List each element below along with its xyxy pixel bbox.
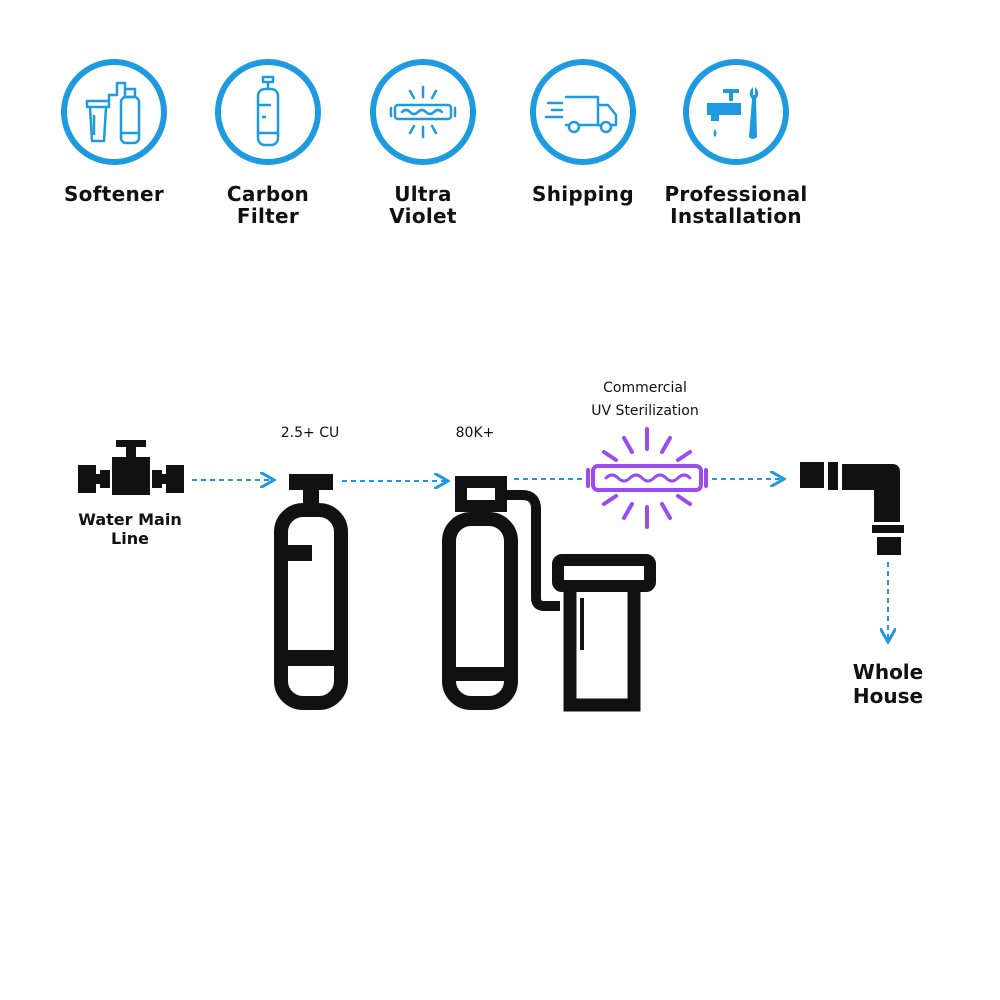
outlet-elbow-pipe-icon: [800, 462, 904, 555]
flow-arrows: [192, 479, 888, 640]
feature-label: Shipping: [532, 182, 634, 206]
uv-label-line1: Commercial: [603, 380, 687, 396]
water-main-valve-icon: [78, 440, 184, 495]
faucet-wrench-icon: [683, 59, 789, 165]
softener-tank-icon: [442, 476, 656, 712]
water-main-label-line2: Line: [111, 529, 149, 548]
whole-house-label-line1: Whole: [852, 660, 924, 684]
uv-label-line2: UV Sterilization: [591, 403, 699, 419]
feature-label: Carbon: [226, 182, 310, 206]
carbon-tank-icon: [274, 474, 348, 710]
feature-label: Softener: [63, 182, 165, 206]
feature-shipping: Shipping: [503, 57, 663, 205]
delivery-truck-icon: [530, 59, 636, 165]
feature-label-line2: Filter: [236, 204, 300, 228]
water-main-label-line1: Water Main: [78, 510, 182, 529]
uv-lamp-icon: [370, 59, 476, 165]
feature-label: Ultra: [394, 182, 452, 206]
carbon-spec-label: 2.5+ CU: [280, 425, 340, 441]
feature-label-line2: Violet: [389, 204, 457, 228]
whole-house-label-line2: House: [852, 684, 924, 708]
feature-label: Professional: [664, 182, 808, 206]
whole-house-label: Whole House: [828, 660, 948, 708]
carbon-filter-icon: [215, 59, 321, 165]
uv-sterilizer-icon: [586, 427, 708, 529]
feature-carbon-filter: Carbon Filter: [188, 57, 348, 227]
feature-ultra-violet: Ultra Violet: [343, 57, 503, 227]
feature-row: Softener Carbon Filter: [0, 0, 1000, 260]
feature-label-line2: Installation: [670, 204, 802, 228]
softener-icon: [61, 59, 167, 165]
uv-label: Commercial UV Sterilization: [565, 377, 725, 423]
softener-spec-label: 80K+: [455, 425, 495, 441]
water-main-label: Water Main Line: [60, 510, 200, 548]
feature-professional-installation: Professional Installation: [656, 57, 816, 227]
feature-softener: Softener: [34, 57, 194, 205]
